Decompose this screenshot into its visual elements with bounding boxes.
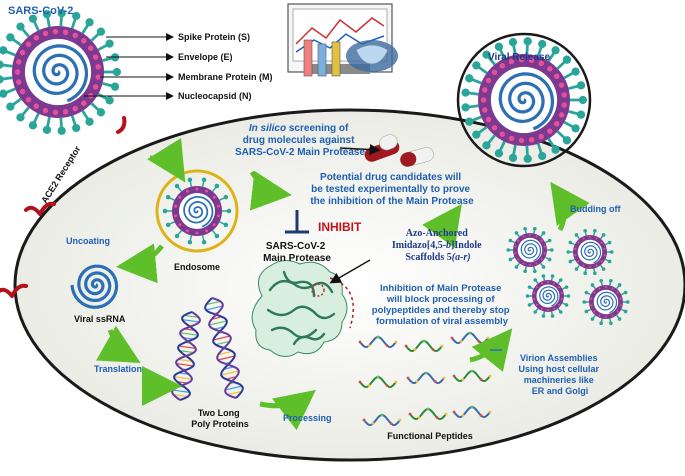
- assembled-virion: [525, 274, 571, 318]
- screening-line-2: drug molecules against: [243, 135, 355, 146]
- scaffold-line-1: Azo-Anchored: [406, 228, 468, 239]
- viral-release-label: Viral Release: [488, 52, 551, 63]
- virus-title: SARS-CoV-2: [8, 5, 73, 17]
- process-arrows: [96, 137, 590, 431]
- polyprotein-helix-icon: [171, 297, 244, 401]
- released-virion: [456, 32, 592, 168]
- viral-rna-label: Viral ssRNA: [74, 314, 126, 324]
- legend-nucleocapsid: Nucleocapsid (N): [178, 91, 252, 101]
- note-line-1: Inhibition of Main Protease: [380, 283, 501, 294]
- legend-envelope: Envelope (E): [178, 52, 233, 62]
- viral-rna-icon: [70, 264, 119, 309]
- sars-cov-2-virion: [0, 9, 122, 135]
- screening-text: In silico screening of drug molecules ag…: [235, 123, 365, 158]
- virion-line-4: ER and Golgi: [532, 386, 589, 396]
- virion-assembly-label: Virion Assemblies Using host cellular ma…: [518, 353, 601, 396]
- virion-line-2: Using host cellular: [518, 364, 599, 374]
- candidates-line-2: be tested experimentally to prove: [311, 184, 470, 195]
- endosome-virion: [162, 177, 232, 245]
- assembled-virion: [566, 228, 614, 276]
- screening-rest: screening of: [286, 123, 349, 134]
- polyproteins-line-1: Two Long: [198, 408, 240, 418]
- protease-label: SARS-CoV-2 Main Protease: [263, 241, 331, 264]
- scaffold-line-2-b: b: [446, 240, 451, 251]
- main-protease-structure-icon: [251, 260, 348, 357]
- inhibition-note: Inhibition of Main Protease will block p…: [372, 283, 512, 327]
- laboratory-equipment-icon: [287, 3, 398, 77]
- inhibit-label: INHIBIT: [318, 220, 362, 234]
- endosome-membrane: [155, 169, 239, 253]
- screening-line-1: In silico screening of: [249, 123, 349, 134]
- note-line-4: formulation of viral assembly: [376, 316, 509, 327]
- scaffold-line-3-a: Scaffolds 5: [405, 252, 451, 263]
- legend-pointer-lines: [84, 33, 174, 100]
- scaffold-line-2-c: ]Indole: [451, 240, 482, 251]
- scaffold-line-3-b: (a-r): [452, 252, 471, 263]
- legend-membrane: Membrane Protein (M): [178, 72, 273, 82]
- uncoating-label: Uncoating: [66, 236, 110, 246]
- assembled-virion: [582, 278, 630, 326]
- screening-italic: In silico: [249, 123, 286, 134]
- endosome-label: Endosome: [174, 262, 220, 272]
- functional-peptides-label: Functional Peptides: [387, 431, 473, 441]
- inhibit-symbol: [285, 210, 309, 234]
- polyproteins-line-2: Poly Proteins: [191, 419, 249, 429]
- scaffold-line-2-a: Imidazo[4,5-: [392, 240, 446, 251]
- virion-line-1: Virion Assemblies: [520, 353, 598, 363]
- processing-label: Processing: [283, 413, 332, 423]
- screening-line-3: SARS-CoV-2 Main Protease: [235, 147, 365, 158]
- scaffold-label: Azo-Anchored Imidazo[4,5-b]Indole Scaffo…: [392, 228, 484, 263]
- scaffold-line-3: Scaffolds 5(a-r): [405, 252, 470, 263]
- drug-capsule-icon: [364, 134, 434, 167]
- budding-off-label: Budding off: [570, 204, 621, 214]
- candidates-line-1: Potential drug candidates will: [320, 172, 461, 183]
- scaffold-line-2: Imidazo[4,5-b]Indole: [392, 240, 482, 251]
- protease-line-1: SARS-CoV-2: [266, 241, 326, 252]
- note-line-2: will block processing of: [386, 294, 496, 305]
- legend-spike: Spike Protein (S): [178, 32, 250, 42]
- virion-line-3: machineries like: [524, 375, 594, 385]
- polyproteins-label: Two Long Poly Proteins: [191, 408, 249, 429]
- ace2-receptor-icon: [0, 116, 127, 298]
- translation-label: Translation: [94, 364, 142, 374]
- candidates-line-3: the inhibition of the Main Protease: [310, 196, 474, 207]
- protease-line-2: Main Protease: [263, 253, 331, 264]
- assembled-virion: [506, 226, 554, 274]
- note-line-3: polypeptides and thereby stop: [372, 305, 510, 316]
- pointer-arrows: [329, 143, 381, 284]
- candidates-text: Potential drug candidates will be tested…: [310, 172, 474, 207]
- binding-site-outline: [329, 277, 354, 329]
